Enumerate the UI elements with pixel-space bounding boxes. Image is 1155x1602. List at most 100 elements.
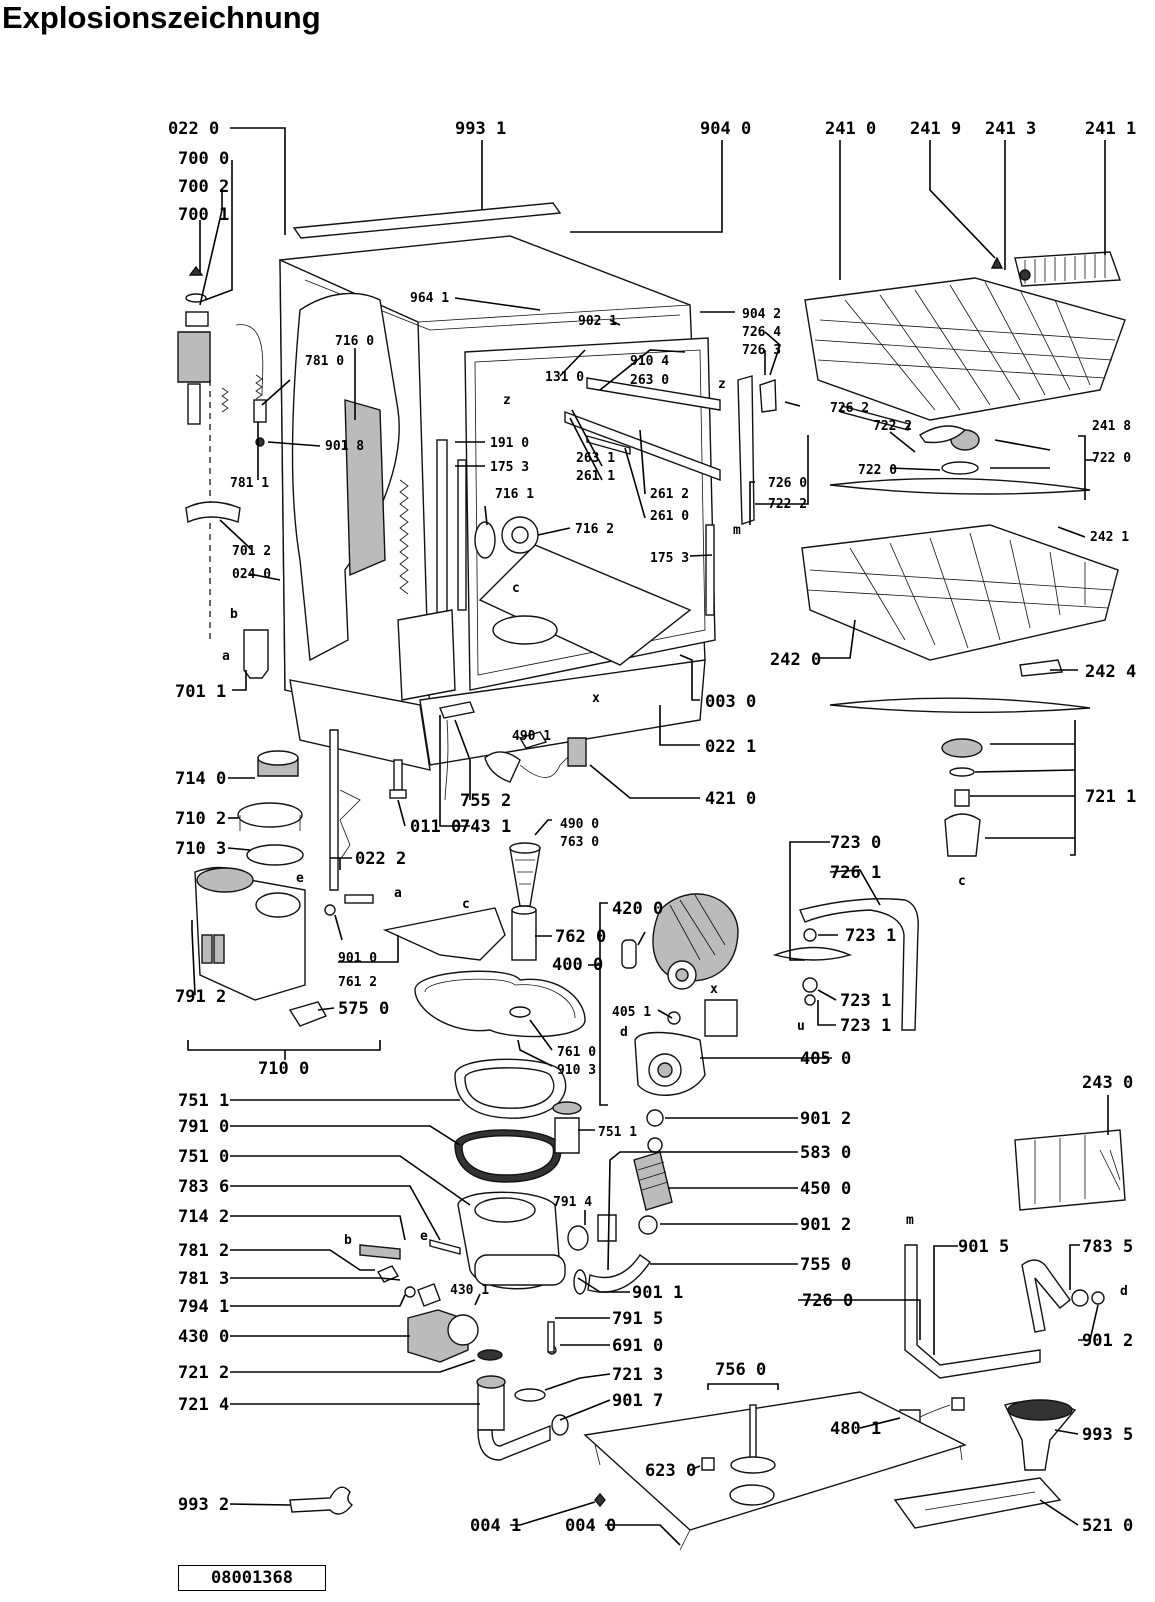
label: 480 1: [830, 1419, 881, 1439]
label: 400 0: [552, 955, 603, 975]
connector-letter: a: [394, 886, 402, 901]
connector-letter: c: [462, 897, 470, 912]
label: 755 0: [800, 1255, 851, 1275]
label: 263 0: [630, 373, 669, 388]
leader-lines: [187, 127, 1109, 1546]
connector-letter: c: [512, 581, 520, 596]
label: 716 0: [335, 334, 374, 349]
label: 175 3: [490, 460, 529, 475]
label: 575 0: [338, 999, 389, 1019]
label: 701 2: [232, 544, 271, 559]
label: 191 0: [490, 436, 529, 451]
label: 901 7: [612, 1391, 663, 1411]
label: 242 0: [770, 650, 821, 670]
label: 261 1: [576, 469, 615, 484]
label: 781 3: [178, 1269, 229, 1289]
lower-basket-drawing: [801, 524, 1119, 857]
label: 490 0: [560, 817, 599, 832]
label: 751 1: [598, 1125, 637, 1140]
label: 721 2: [178, 1363, 229, 1383]
label: 910 3: [557, 1063, 596, 1078]
label: 721 4: [178, 1395, 229, 1415]
label: 726 0: [802, 1291, 853, 1311]
part-labels: 022 0 993 1 904 0 241 0 241 9 241 3 241 …: [168, 119, 1136, 1536]
label: 783 5: [1082, 1237, 1133, 1257]
label: 721 1: [1085, 787, 1136, 807]
label: 430 1: [450, 1283, 489, 1298]
label: 450 0: [800, 1179, 851, 1199]
label: 241 9: [910, 119, 961, 139]
label: 242 1: [1090, 530, 1129, 545]
label: 723 0: [830, 833, 881, 853]
label: 263 1: [576, 451, 615, 466]
label: 004 0: [565, 1516, 616, 1536]
connector-letter: d: [620, 1025, 628, 1040]
label: 756 0: [715, 1360, 766, 1380]
page-title: Explosionszeichnung: [2, 0, 321, 35]
label: 901 1: [632, 1283, 683, 1303]
label: 763 0: [560, 835, 599, 850]
label: 716 1: [495, 487, 534, 502]
label: 762 0: [555, 927, 606, 947]
label: 623 0: [645, 1461, 696, 1481]
label: 781 1: [230, 476, 269, 491]
motor-drawing: [567, 893, 739, 1295]
label: 791 2: [175, 987, 226, 1007]
connector-letter: z: [503, 393, 511, 408]
connector-letter: m: [733, 523, 741, 538]
label: 723 1: [845, 926, 896, 946]
connector-letter: m: [906, 1213, 914, 1228]
label: 964 1: [410, 291, 449, 306]
label: 781 0: [305, 354, 344, 369]
label: 022 1: [705, 737, 756, 757]
label: 405 0: [800, 1049, 851, 1069]
label: 781 2: [178, 1241, 229, 1261]
connector-letter: a: [222, 649, 230, 664]
label: 022 0: [168, 119, 219, 139]
right-components-drawing: [289, 898, 1126, 1551]
label: 521 0: [1082, 1516, 1133, 1536]
label: 700 2: [178, 177, 229, 197]
label: 904 2: [742, 307, 781, 322]
left-components-drawing: [177, 265, 407, 1027]
label: 902 1: [578, 314, 617, 329]
label: 241 0: [825, 119, 876, 139]
label: 024 0: [232, 567, 271, 582]
label: 761 0: [557, 1045, 596, 1060]
label: 901 8: [325, 439, 364, 454]
connector-letters: z z c x b a m a c e d x u c b e m d: [222, 377, 1128, 1299]
label: 241 1: [1085, 119, 1136, 139]
label: 710 3: [175, 839, 226, 859]
label: 726 1: [830, 863, 881, 883]
label: 755 2: [460, 791, 511, 811]
upper-basket-drawing: [804, 251, 1126, 495]
label: 901 2: [800, 1215, 851, 1235]
label: 241 3: [985, 119, 1036, 139]
connector-letter: b: [344, 1233, 352, 1248]
label: 716 2: [575, 522, 614, 537]
label: 004 1: [470, 1516, 521, 1536]
label: 761 2: [338, 975, 377, 990]
label: 723 1: [840, 991, 891, 1011]
label: 791 4: [553, 1195, 592, 1210]
label: 751 0: [178, 1147, 229, 1167]
connector-letter: x: [592, 691, 600, 706]
label: 242 4: [1085, 662, 1136, 682]
label: 783 6: [178, 1177, 229, 1197]
label: 710 0: [258, 1059, 309, 1079]
label: 726 2: [830, 401, 869, 416]
label: 791 5: [612, 1309, 663, 1329]
label: 910 4: [630, 354, 669, 369]
label: 901 5: [958, 1237, 1009, 1257]
label: 721 3: [612, 1365, 663, 1385]
label: 490 1: [512, 729, 551, 744]
label: 131 0: [545, 370, 584, 385]
label: 751 1: [178, 1091, 229, 1111]
label: 003 0: [705, 692, 756, 712]
connector-letter: x: [710, 982, 718, 997]
label: 405 1: [612, 1005, 651, 1020]
label: 714 2: [178, 1207, 229, 1227]
label: 022 2: [355, 849, 406, 869]
label: 726 3: [742, 343, 781, 358]
